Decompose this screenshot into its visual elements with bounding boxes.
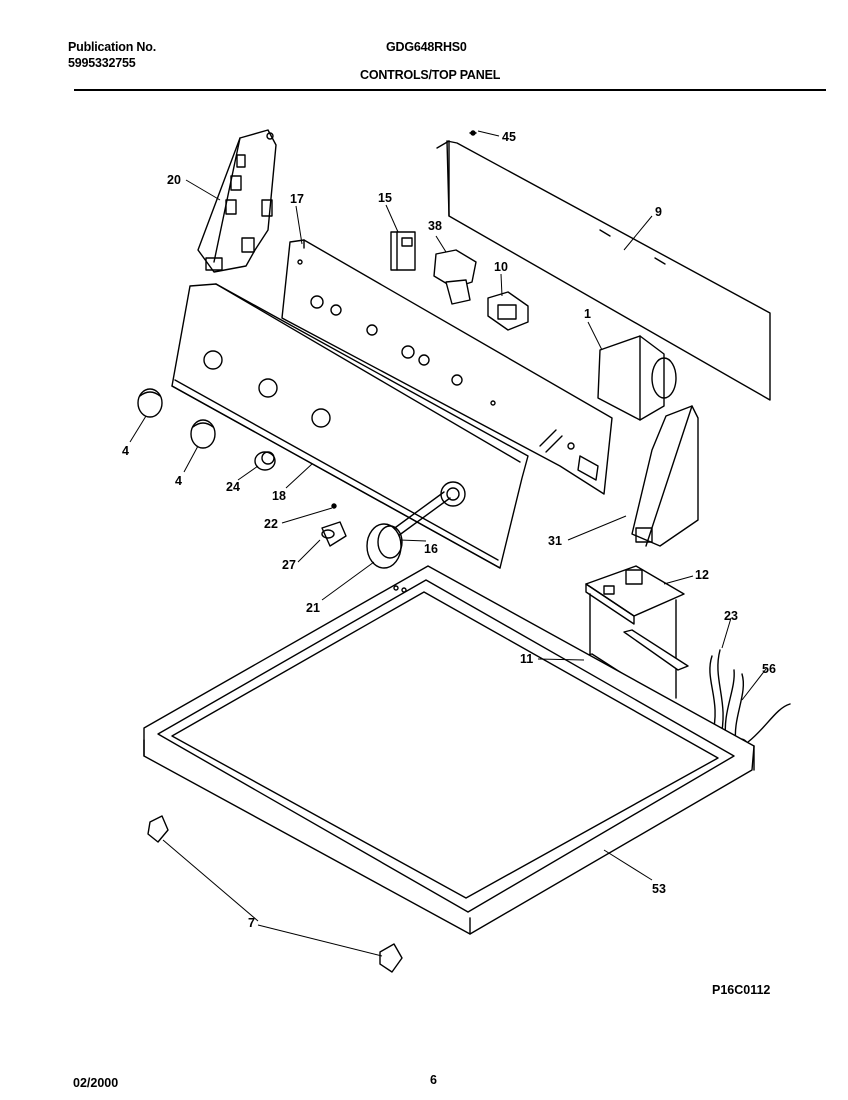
- callout-7: 7: [248, 916, 255, 930]
- callout-27: 27: [282, 558, 296, 572]
- callout-53: 53: [652, 882, 666, 896]
- part-large-knob: [366, 523, 403, 569]
- callout-56: 56: [762, 662, 776, 676]
- part-end-cap-right: [631, 405, 699, 547]
- model-number: GDG648RHS0: [386, 40, 467, 54]
- callout-12: 12: [695, 568, 709, 582]
- callout-10: 10: [494, 260, 508, 274]
- callout-45: 45: [502, 130, 516, 144]
- part-switch-15: [390, 231, 416, 271]
- callout-31: 31: [548, 534, 562, 548]
- section-title: CONTROLS/TOP PANEL: [360, 68, 501, 82]
- part-10: [487, 291, 529, 331]
- part-clip-7a: [147, 815, 169, 843]
- callout-22: 22: [264, 517, 278, 531]
- part-rear-panel: [436, 130, 771, 401]
- callout-1: 1: [584, 307, 591, 321]
- callout-23: 23: [724, 609, 738, 623]
- callout-16: 16: [424, 542, 438, 556]
- callout-11: 11: [520, 652, 533, 666]
- callout-4b: 4: [175, 474, 182, 488]
- callout-21: 21: [306, 601, 320, 615]
- leader-lines: [129, 130, 767, 957]
- diagram-code: P16C0112: [712, 983, 771, 997]
- header-rule: [74, 89, 826, 91]
- callout-18: 18: [272, 489, 286, 503]
- part-knob-4a: [137, 388, 163, 418]
- callout-4a: 4: [122, 444, 129, 458]
- callout-15: 15: [378, 191, 392, 205]
- callout-38: 38: [428, 219, 442, 233]
- part-button-24: [254, 451, 276, 471]
- part-38: [433, 249, 477, 305]
- part-timer: [597, 335, 677, 421]
- page-number: 6: [430, 1073, 437, 1087]
- part-control-board: [585, 565, 685, 701]
- part-end-bracket-left: [197, 129, 277, 273]
- callout-20: 20: [167, 173, 181, 187]
- part-control-console: [171, 283, 529, 569]
- publication-label: Publication No.: [68, 40, 156, 54]
- callout-17: 17: [290, 192, 304, 206]
- part-knob-4b: [190, 419, 216, 449]
- part-27: [321, 521, 347, 547]
- publication-number: 5995332755: [68, 56, 136, 70]
- callout-9: 9: [655, 205, 662, 219]
- part-top-panel: [143, 565, 755, 935]
- callout-24: 24: [226, 480, 240, 494]
- publication-date: 02/2000: [73, 1076, 119, 1090]
- part-control-plate: [281, 239, 613, 495]
- part-clip-7b: [379, 943, 403, 973]
